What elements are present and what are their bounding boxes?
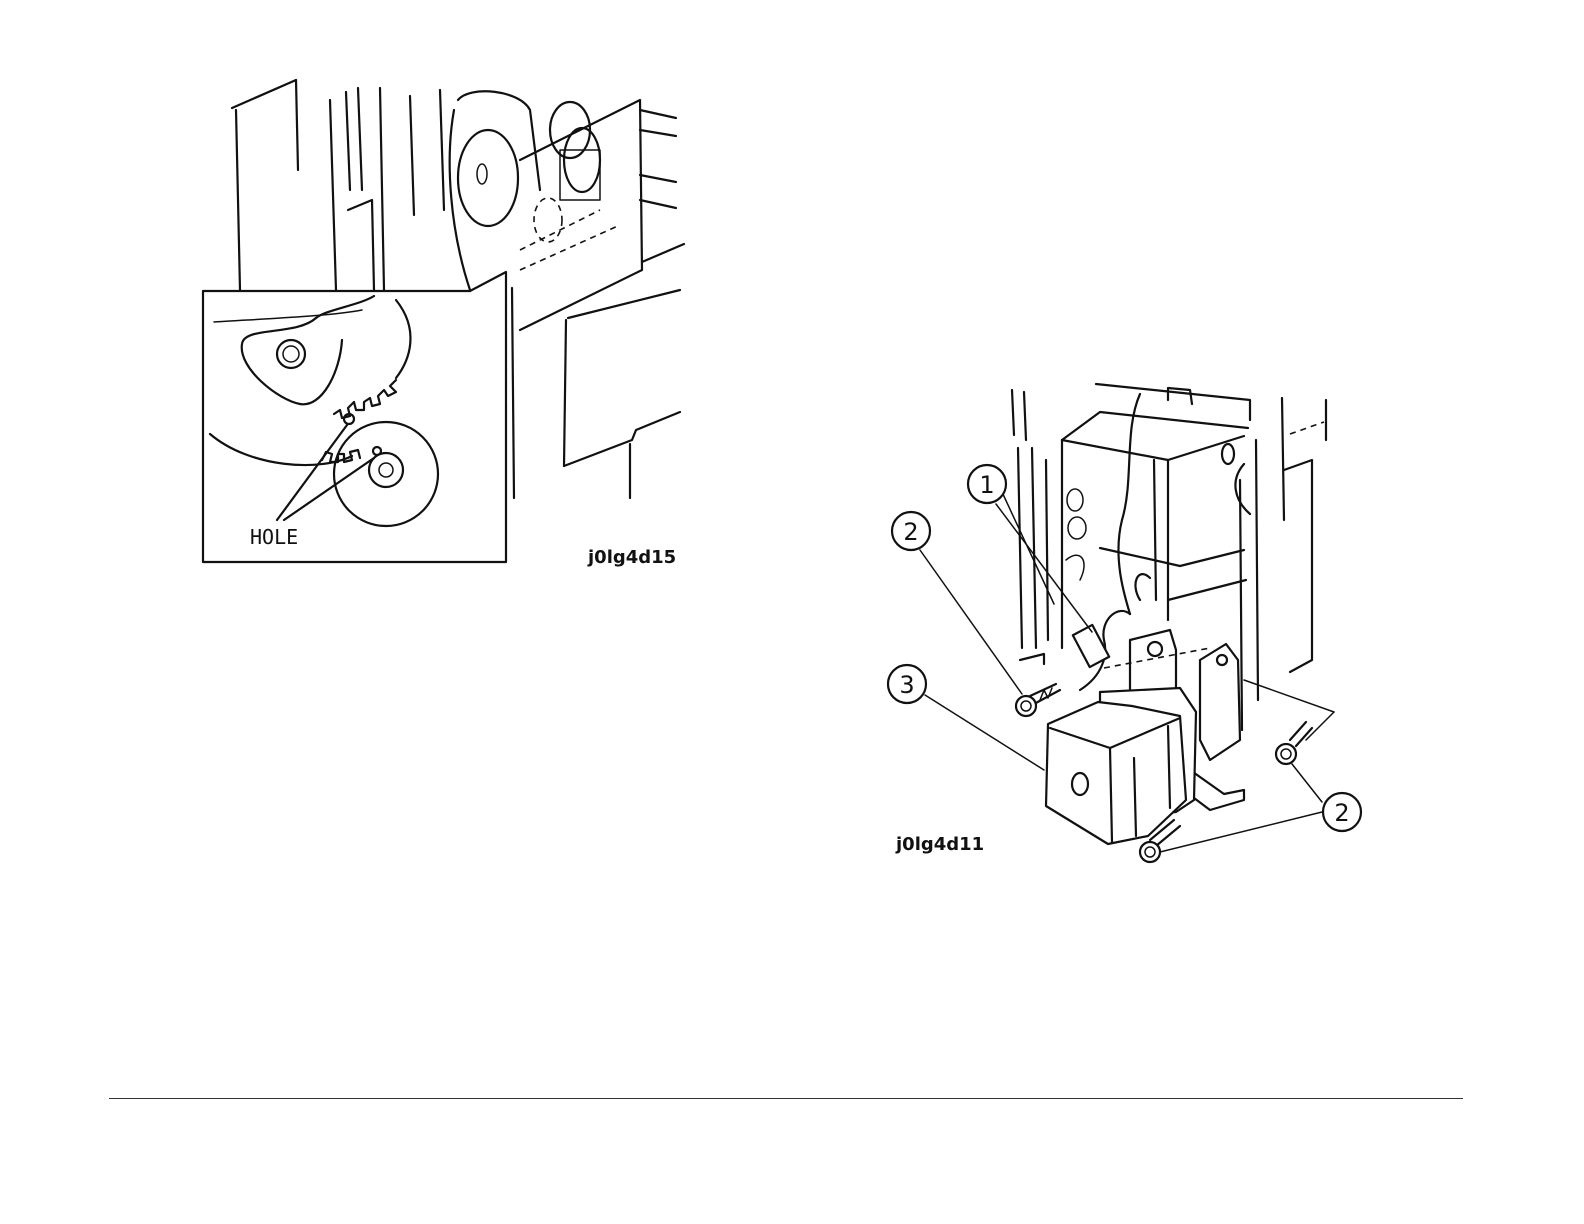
footer-rule: [109, 1098, 1463, 1099]
hole-label: HOLE: [250, 525, 298, 549]
left-inset: HOLE: [203, 272, 506, 562]
figure-left-id: j0lg4d15: [587, 547, 676, 568]
